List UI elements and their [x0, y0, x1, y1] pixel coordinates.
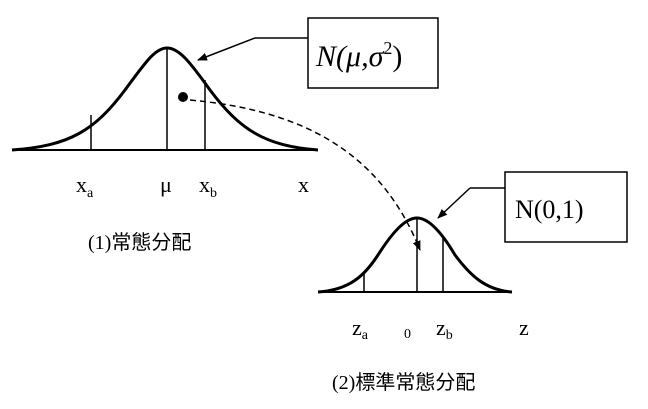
general-normal-curve-group: N(μ,σ2) xa μ xb x (1)常態分配 — [11, 17, 439, 254]
bottom-label-box — [504, 171, 628, 243]
bottom-zb-label: zb — [436, 315, 453, 343]
transform-dashed-arrow — [189, 99, 421, 251]
top-xa-label: xa — [76, 172, 94, 201]
area-point-dot — [178, 92, 188, 102]
standard-normal-curve-group: N(0,1) za 0 zb z (2)標準常態分配 — [317, 171, 628, 394]
top-label-text: N(μ,σ2) — [315, 38, 402, 73]
bottom-caption: (2)標準常態分配 — [332, 371, 475, 394]
bottom-z-label: z — [519, 315, 529, 340]
top-mu-label: μ — [160, 172, 172, 197]
top-x-label: x — [298, 172, 309, 197]
bottom-zero-label: 0 — [404, 327, 411, 342]
bottom-label-text: N(0,1) — [515, 195, 584, 224]
bottom-bell-curve — [317, 216, 513, 294]
top-bell-curve — [11, 46, 319, 152]
top-caption: (1)常態分配 — [88, 231, 191, 254]
top-xb-label: xb — [199, 172, 217, 201]
top-label-box — [307, 17, 439, 89]
top-label-arrow — [197, 37, 256, 61]
bottom-label-arrow — [437, 187, 471, 219]
bottom-za-label: za — [352, 315, 369, 343]
